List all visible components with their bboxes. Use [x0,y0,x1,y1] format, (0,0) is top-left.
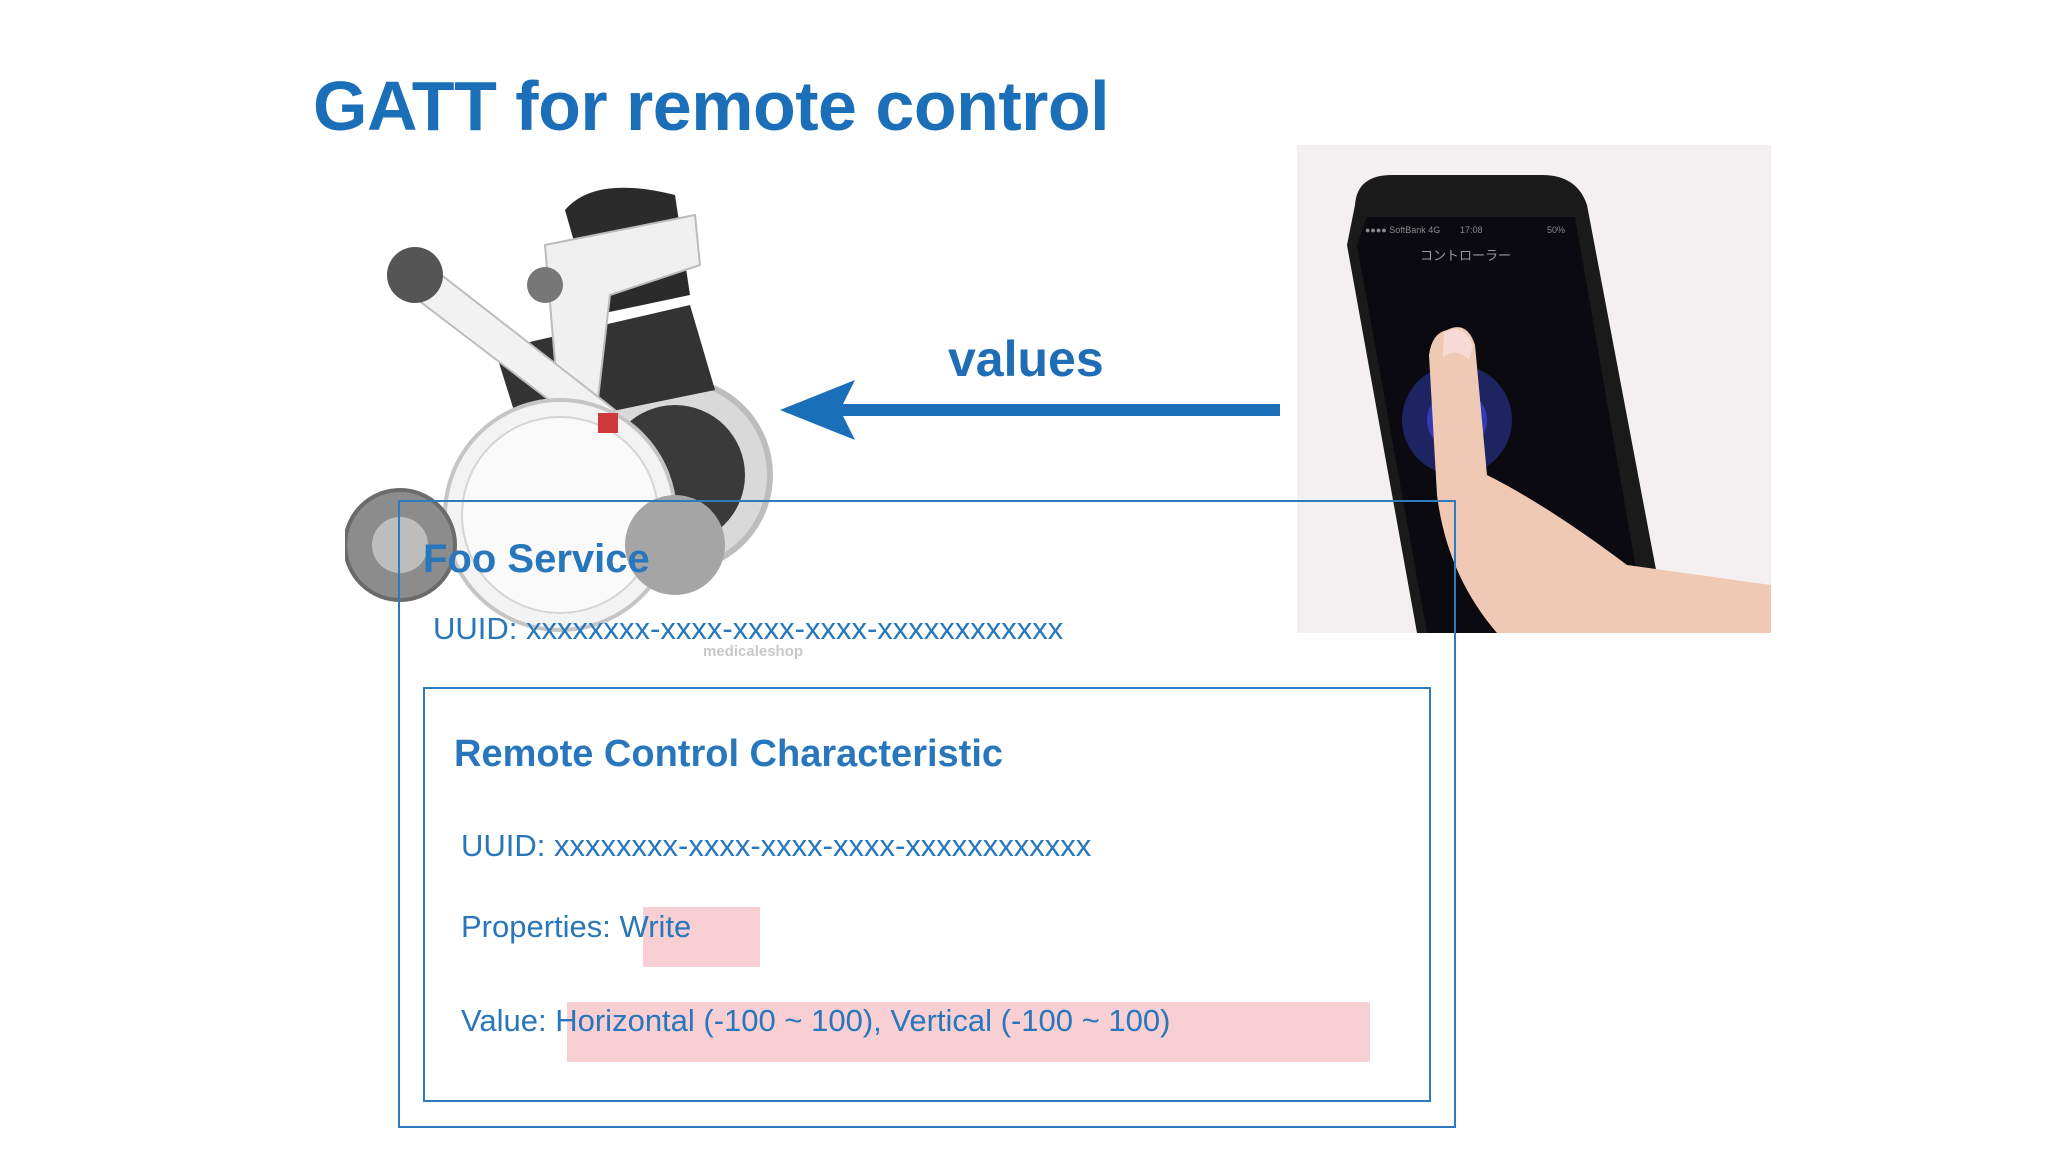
characteristic-box [423,687,1431,1102]
service-uuid-label: UUID: [433,611,518,646]
phone-status-battery: 50% [1547,225,1566,235]
characteristic-uuid-label: UUID: [461,828,546,863]
service-uuid: UUID: xxxxxxxx-xxxx-xxxx-xxxx-xxxxxxxxxx… [433,611,1063,647]
characteristic-value: Value: Horizontal (-100 ~ 100), Vertical… [461,1003,1170,1039]
arrow-label: values [948,331,1104,387]
properties-highlight [643,907,760,967]
characteristic-properties: Properties: Write [461,909,691,945]
service-box [398,500,1456,1128]
characteristic-uuid-value: xxxxxxxx-xxxx-xxxx-xxxx-xxxxxxxxxxxx [554,828,1092,863]
service-uuid-value: xxxxxxxx-xxxx-xxxx-xxxx-xxxxxxxxxxxx [526,611,1064,646]
smartphone-image [1297,145,1771,633]
characteristic-name: Remote Control Characteristic [454,733,1004,775]
slide-title: GATT for remote control [313,67,1110,145]
properties-label: Properties: [461,909,611,944]
value-label: Value: [461,1003,547,1038]
phone-status-carrier: ●●●● SoftBank 4G [1365,225,1441,235]
value-highlight [567,1002,1370,1062]
arrow-left-icon [780,380,1280,440]
wheelchair-image [345,187,773,632]
value-value: Horizontal (-100 ~ 100), Vertical (-100 … [555,1003,1171,1038]
service-name: Foo Service [423,537,650,581]
phone-screen-title: コントローラー [1420,249,1512,264]
phone-photo: ●●●● SoftBank 4G 17:08 50% コントローラー [1297,145,1771,633]
properties-value: Write [619,909,692,944]
characteristic-uuid: UUID: xxxxxxxx-xxxx-xxxx-xxxx-xxxxxxxxxx… [461,828,1091,864]
phone-status-time: 17:08 [1460,225,1483,235]
image-watermark: medicaleshop [703,643,804,660]
